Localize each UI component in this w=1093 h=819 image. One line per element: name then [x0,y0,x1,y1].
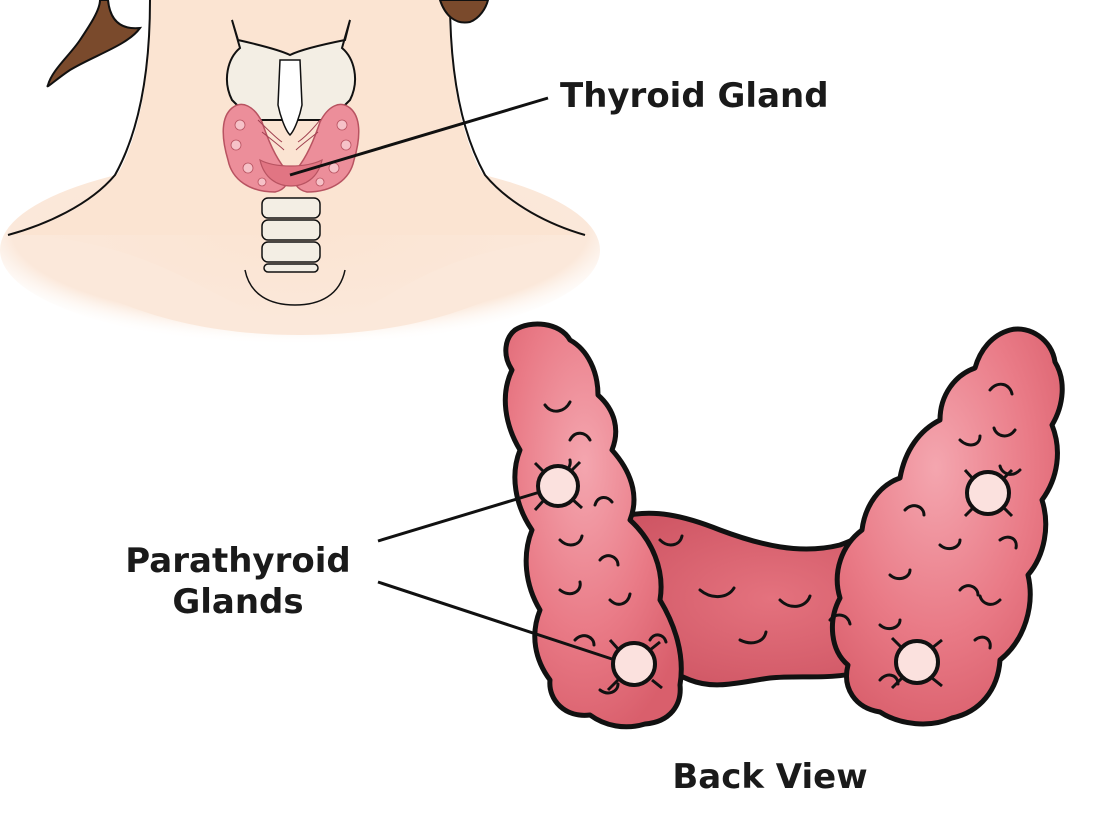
parathyroid-lower-left [606,638,663,692]
cartilage-center [277,59,303,137]
sternal-notch [244,269,346,306]
muscle-fibers [257,119,321,151]
left-lobe [502,321,684,730]
thyroid-isthmus-small [259,158,323,187]
thyroid-gland-label: Thyroid Gland [560,76,829,116]
parathyroid-leader-lower [377,580,616,662]
parathyroid-glands [533,460,1014,692]
back-view-gland [377,321,1065,730]
parathyroid-upper-right [963,468,1014,518]
back-view-label: Back View [672,757,868,797]
right-lobe [829,326,1065,727]
hair-left [46,0,143,88]
neck-front-view [0,0,600,345]
parathyroid-upper-left [533,460,584,512]
parathyroid-label-line2: Glands [172,582,304,623]
parathyroid-leader-upper [377,490,541,543]
chest-skin [20,235,580,335]
neck-left-outline [7,0,151,236]
hair-right [438,0,490,24]
parathyroid-glands-label: Parathyroid Glands [118,541,358,624]
parathyroid-label-line1: Parathyroid [125,541,351,581]
parathyroid-lower-right [890,636,943,690]
trachea [261,197,321,273]
neck-right-outline [449,0,586,236]
thyroid-leader-line [289,96,549,177]
